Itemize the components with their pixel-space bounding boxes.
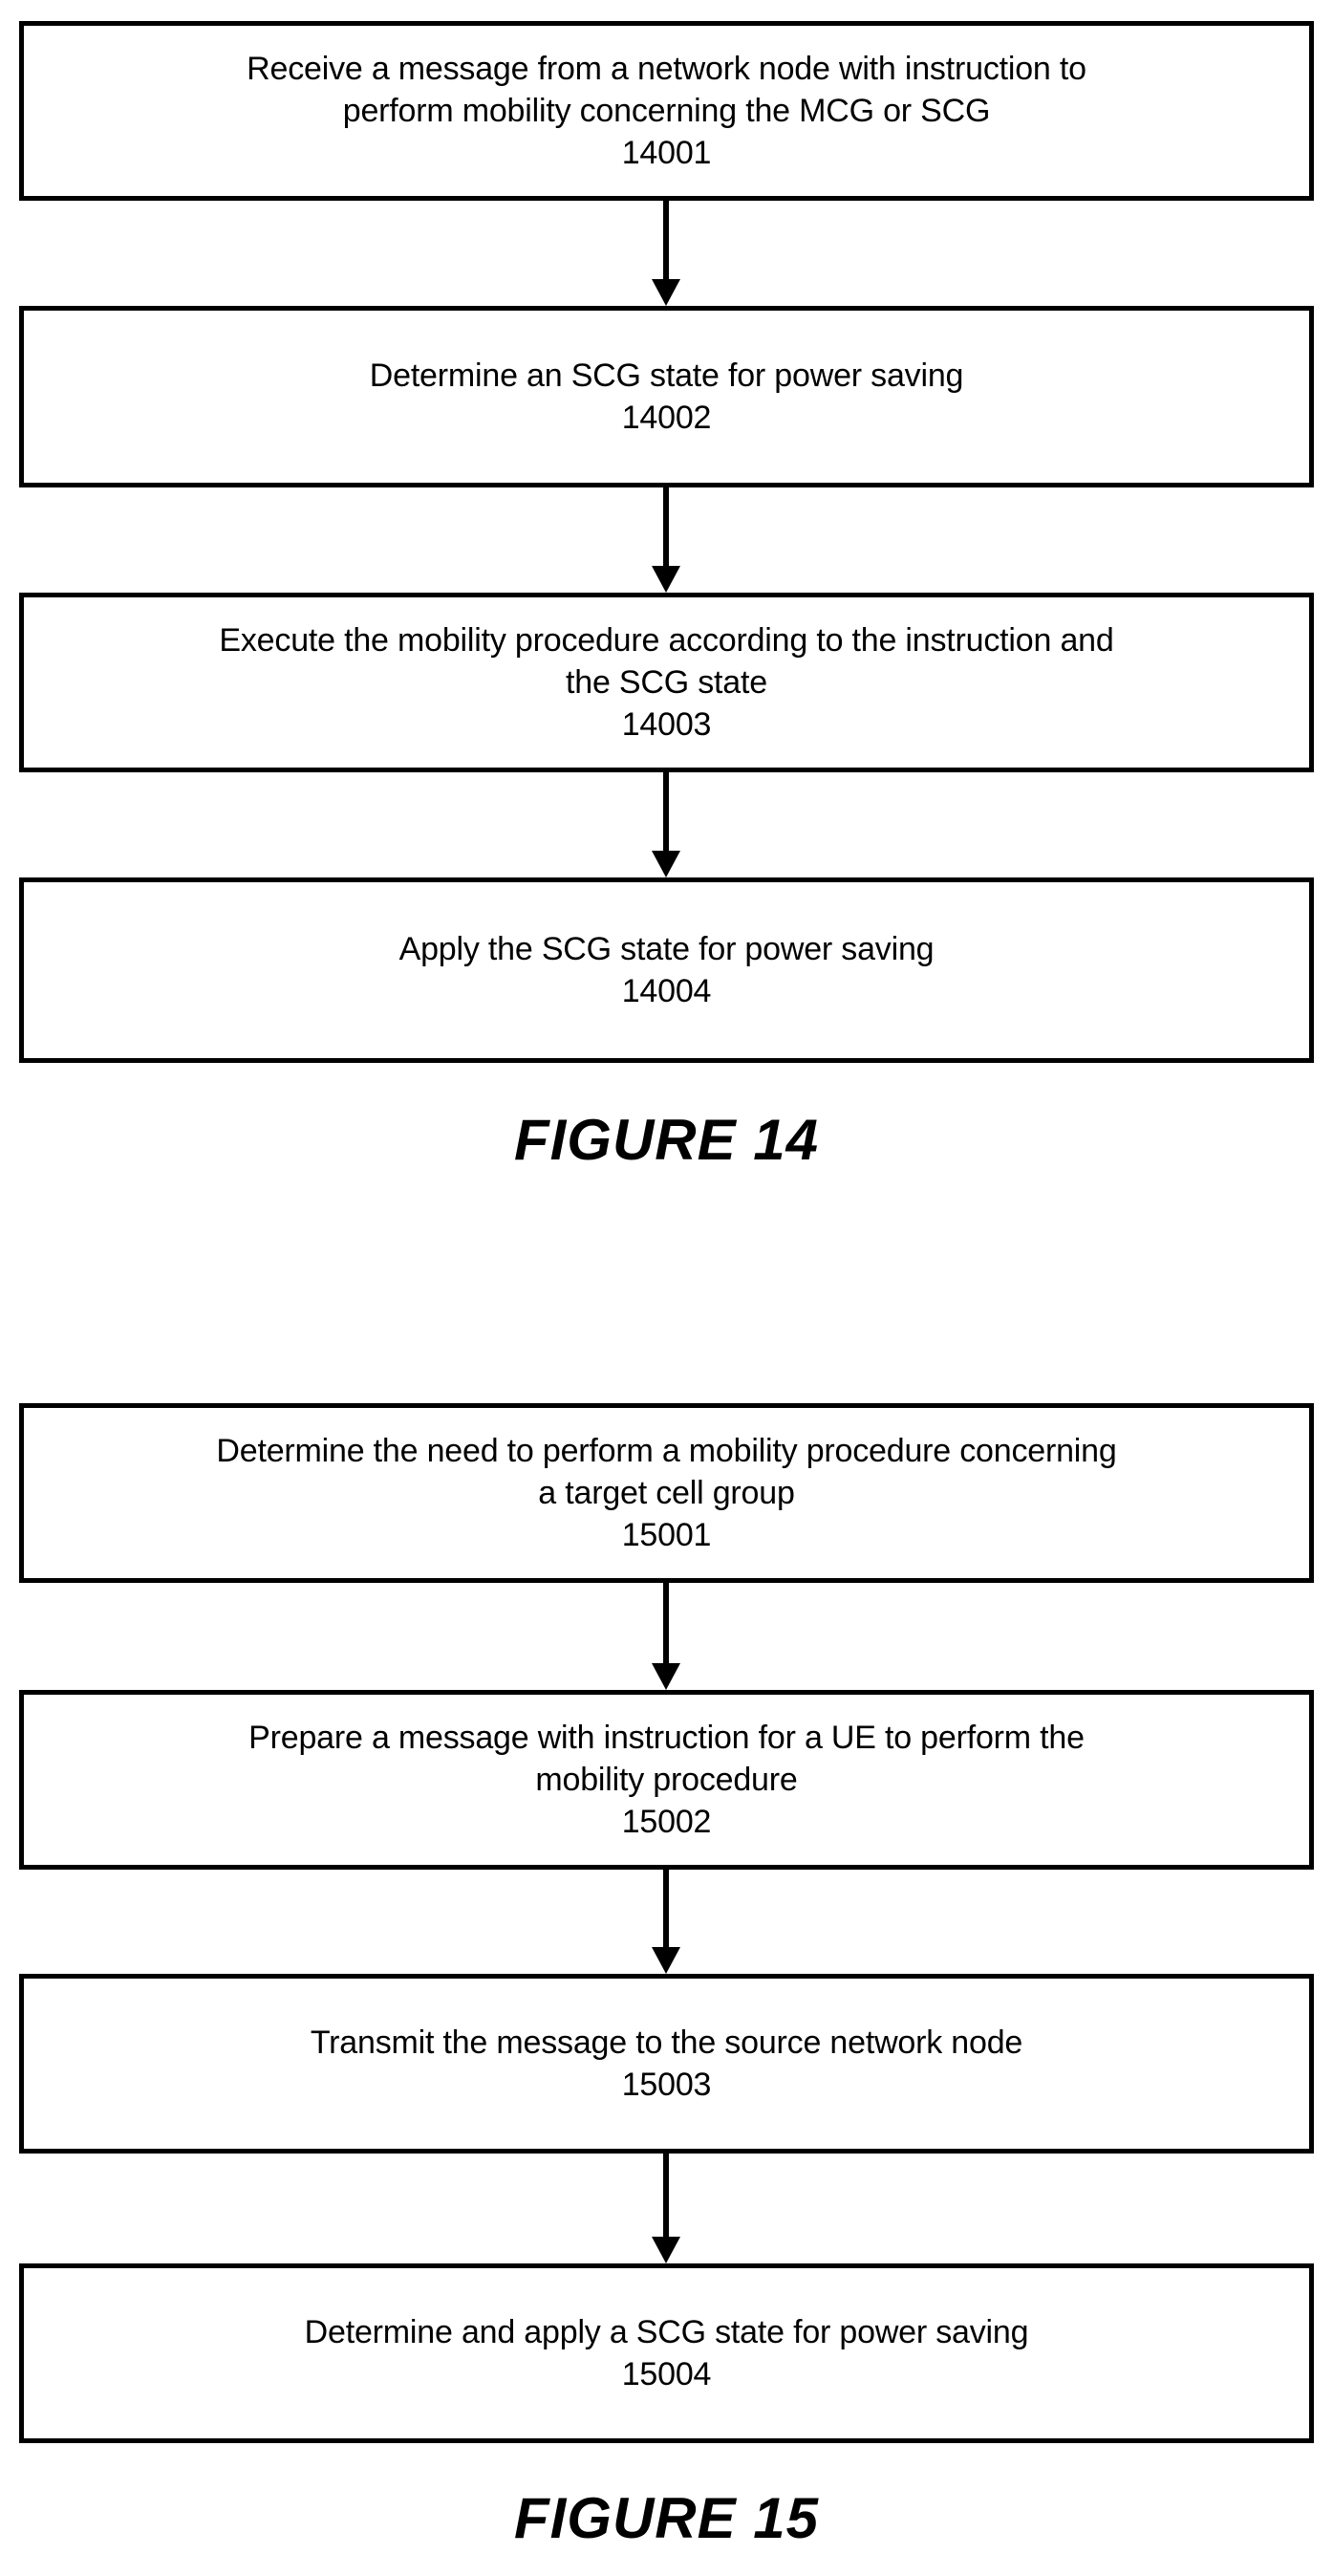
arrow-15001-to-15002 (652, 1583, 680, 1690)
arrow-14001-to-14002 (652, 201, 680, 306)
flow-box-15001: Determine the need to perform a mobility… (19, 1403, 1314, 1583)
arrow-shaft (663, 2154, 669, 2240)
arrow-head-icon (652, 1947, 680, 1974)
flow-box-reference-number: 14004 (621, 973, 712, 1009)
flow-box-text: Determine an SCG state for power saving (369, 357, 964, 394)
flow-box-text: Determine and apply a SCG state for powe… (304, 2314, 1029, 2350)
flow-box-14002: Determine an SCG state for power saving … (19, 306, 1314, 487)
flow-box-reference-number: 15004 (621, 2356, 712, 2392)
arrow-shaft (663, 487, 669, 570)
figure-14-caption: FIGURE 14 (513, 1108, 820, 1172)
arrow-15002-to-15003 (652, 1870, 680, 1974)
flow-box-text: Receive a message from a network node wi… (247, 51, 1086, 129)
flow-box-reference-number: 14002 (621, 400, 712, 436)
arrow-head-icon (652, 566, 680, 593)
flow-box-14001: Receive a message from a network node wi… (19, 21, 1314, 201)
arrow-15003-to-15004 (652, 2154, 680, 2263)
flow-box-15003: Transmit the message to the source netwo… (19, 1974, 1314, 2154)
flow-box-text: Determine the need to perform a mobility… (216, 1433, 1117, 1511)
flow-box-text: Prepare a message with instruction for a… (248, 1720, 1085, 1798)
flow-box-text: Transmit the message to the source netwo… (310, 2024, 1023, 2061)
arrow-14003-to-14004 (652, 772, 680, 877)
arrow-head-icon (652, 2237, 680, 2263)
arrow-shaft (663, 1583, 669, 1667)
flow-box-reference-number: 15002 (621, 1804, 712, 1840)
arrow-shaft (663, 772, 669, 855)
flow-box-reference-number: 15001 (621, 1517, 712, 1553)
flow-box-text: Apply the SCG state for power saving (398, 931, 935, 967)
arrow-head-icon (652, 851, 680, 877)
flow-box-14004: Apply the SCG state for power saving 140… (19, 877, 1314, 1063)
figure-15-caption: FIGURE 15 (513, 2486, 820, 2550)
flow-box-14003: Execute the mobility procedure according… (19, 593, 1314, 772)
flow-box-15002: Prepare a message with instruction for a… (19, 1690, 1314, 1870)
arrow-head-icon (652, 279, 680, 306)
flow-box-text: Execute the mobility procedure according… (219, 622, 1114, 701)
arrow-shaft (663, 201, 669, 283)
arrow-14002-to-14003 (652, 487, 680, 593)
arrow-shaft (663, 1870, 669, 1951)
flow-box-reference-number: 15003 (621, 2067, 712, 2103)
flow-box-reference-number: 14001 (621, 135, 712, 171)
flow-box-reference-number: 14003 (621, 706, 712, 743)
flow-box-15004: Determine and apply a SCG state for powe… (19, 2263, 1314, 2443)
arrow-head-icon (652, 1663, 680, 1690)
